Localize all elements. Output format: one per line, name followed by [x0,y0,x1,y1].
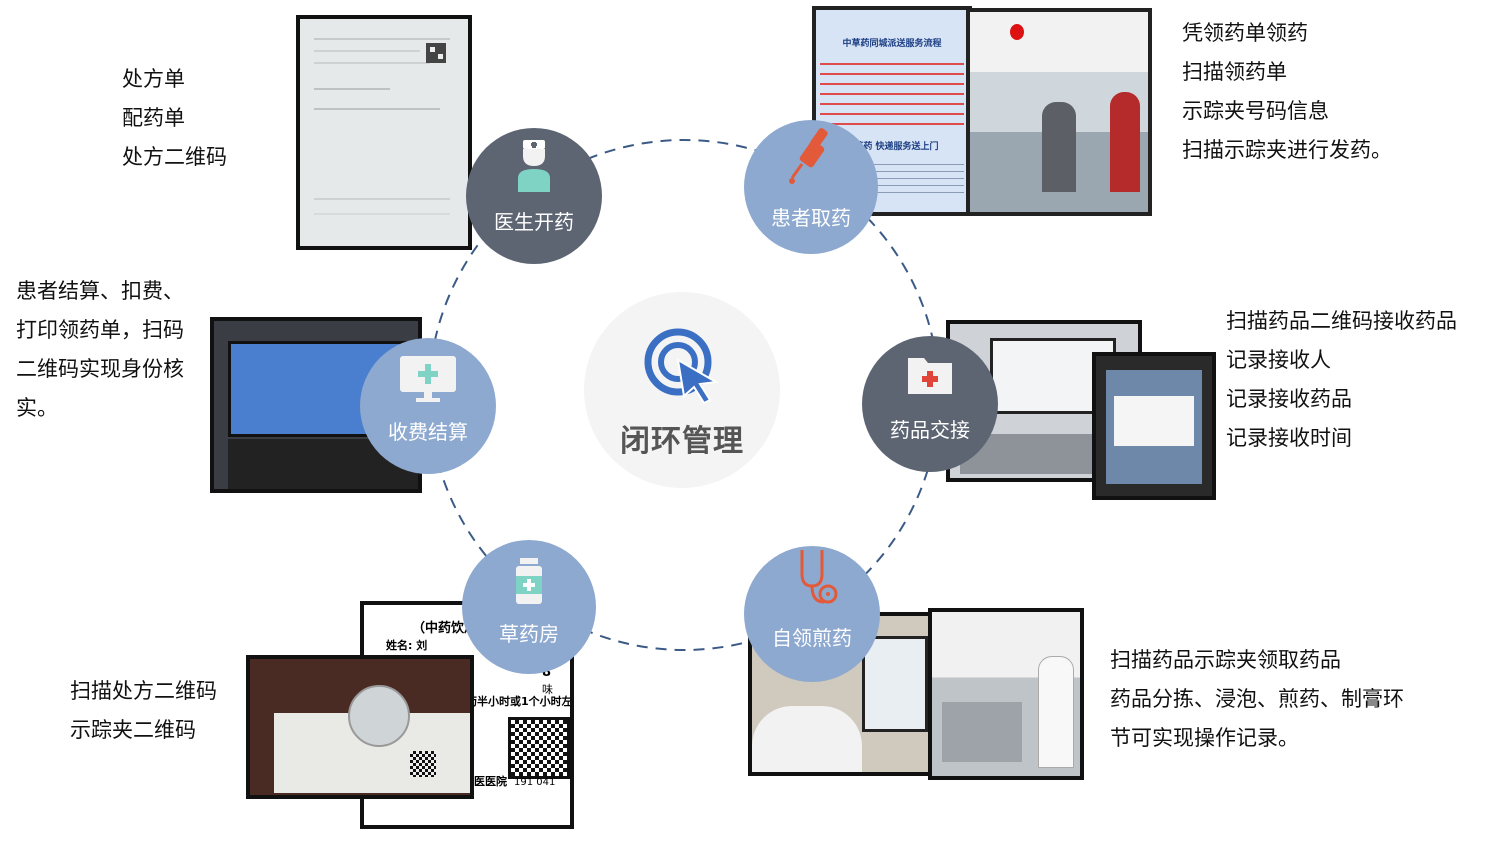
notes-decoction: 扫描药品示踪夹领取药品 药品分拣、浸泡、煎药、制膏环 节可实现操作记录。 [1110,641,1404,758]
note-line: 示踪夹二维码 [70,718,196,742]
slip-name: 姓名: 刘 [386,639,428,652]
note-line: 处方二维码 [122,145,227,169]
note-line: 患者结算、扣费、 [16,279,184,303]
stethoscope-icon [800,550,838,604]
note-line: 扫描领药单 [1182,60,1287,84]
node-doctor-label: 医生开药 [494,210,574,234]
notes-herb-room: 扫描处方二维码 示踪夹二维码 [70,672,217,750]
note-line: 实。 [16,396,58,420]
node-patient-pickup[interactable]: 患者取药 [744,120,878,254]
slip-unit: 味 [542,683,553,696]
slip-count: 8 [542,665,552,680]
note-line: 扫描示踪夹进行发药。 [1182,138,1392,162]
poster-title: 中草药同城派送服务流程 [842,39,942,49]
note-line: 药品分拣、浸泡、煎药、制膏环 [1110,687,1404,711]
notes-billing: 患者结算、扣费、 打印领药单，扫码 二维码实现身份核 实。 [16,272,184,428]
node-handover-label: 药品交接 [890,418,970,442]
node-billing[interactable]: 收费结算 [360,338,496,474]
medical-folder-icon [908,358,952,394]
doctor-icon [518,140,550,192]
note-line: 记录接收时间 [1226,426,1352,450]
slip-number: 191 041 [514,777,556,788]
note-line: 扫描药品示踪夹领取药品 [1110,648,1341,672]
dropper-icon [789,128,828,184]
note-line: 配药单 [122,106,185,130]
herb-scan-photo [246,655,474,799]
node-patient-pickup-label: 患者取药 [771,206,851,230]
note-line: 处方单 [122,67,185,91]
center-title: 闭环管理 [620,424,744,459]
note-line: 记录接收药品 [1226,387,1352,411]
note-line: 扫描药品二维码接收药品 [1226,309,1457,333]
notes-doctor: 处方单 配药单 处方二维码 [122,60,227,177]
medicine-bottle-icon [516,558,542,604]
note-line: 二维码实现身份核 [16,357,184,381]
note-line: 示踪夹号码信息 [1182,99,1329,123]
slip-note: 药半小时或1个小时左 [466,695,573,708]
node-billing-label: 收费结算 [388,420,468,444]
node-decoction-label: 自领煎药 [772,626,852,650]
decoction-room-photo [928,608,1084,780]
pickup-hall-photo [966,8,1152,216]
slip-hospital: 医医院 [474,775,507,788]
note-line: 凭领药单领药 [1182,21,1308,45]
node-handover[interactable]: 药品交接 [862,336,998,472]
prescription-photo [296,15,472,250]
node-herb-room[interactable]: 草药房 [462,540,596,674]
notes-handover: 扫描药品二维码接收药品 记录接收人 记录接收药品 记录接收时间 [1226,302,1457,458]
qr-code-icon [508,717,570,779]
note-line: 打印领药单，扫码 [16,318,184,342]
node-herb-room-label: 草药房 [499,622,559,646]
notes-patient-pickup: 凭领药单领药 扫描领药单 示踪夹号码信息 扫描示踪夹进行发药。 [1182,14,1392,170]
node-decoction[interactable]: 自领煎药 [744,546,880,682]
note-line: 扫描处方二维码 [70,679,217,703]
target-cursor-icon [644,328,720,405]
slip-title: （中药饮片 [412,621,478,636]
handover-tablet-photo [1092,352,1216,500]
node-doctor[interactable]: 医生开药 [466,128,602,264]
poster-subtitle: 中草药 快递服务送上门 [845,142,939,152]
note-line: 记录接收人 [1226,348,1331,372]
monitor-cross-icon [400,356,456,402]
note-line: 节可实现操作记录。 [1110,726,1299,750]
